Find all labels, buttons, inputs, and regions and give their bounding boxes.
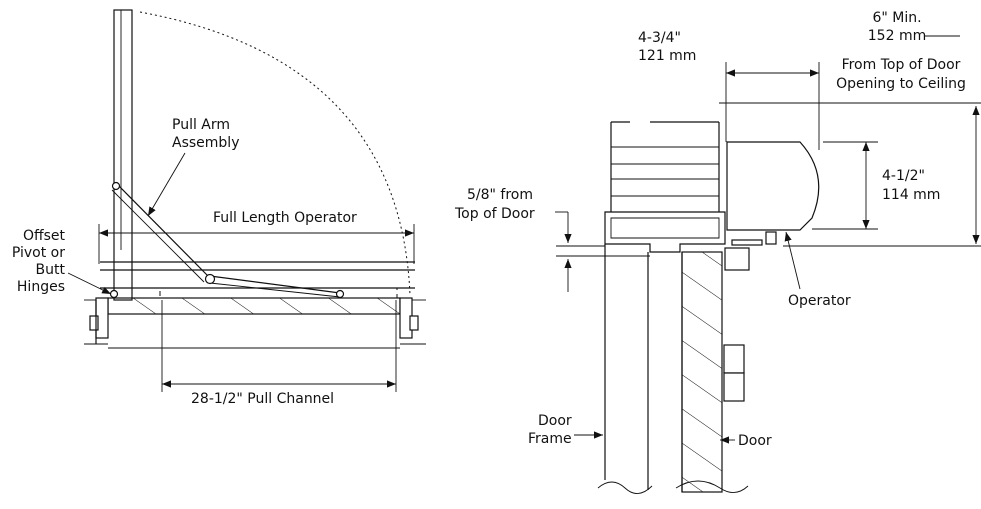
plan-view bbox=[84, 9, 426, 349]
frame-head bbox=[604, 211, 726, 253]
door-leaf bbox=[681, 251, 723, 493]
frame-label-line1: Door bbox=[538, 413, 572, 429]
height-line2: 114 mm bbox=[882, 187, 940, 203]
pull-channel bbox=[159, 287, 398, 299]
door-hardware-block-1 bbox=[723, 344, 745, 374]
clearance-line4: Opening to Ceiling bbox=[836, 76, 966, 92]
pull-arm-label-line2: Assembly bbox=[172, 135, 239, 151]
hinge-label-line2: Pivot or bbox=[12, 245, 65, 261]
offset-line1: 5/8" from bbox=[467, 187, 533, 203]
door-label: Door bbox=[738, 433, 772, 449]
operator-mount bbox=[765, 231, 777, 245]
section-break-frame bbox=[597, 481, 653, 494]
door-swing-arc bbox=[139, 11, 411, 296]
hinge-label-line4: Hinges bbox=[17, 279, 65, 295]
door-hardware-block-2 bbox=[723, 372, 745, 402]
operator-housing bbox=[726, 141, 820, 231]
section-view bbox=[597, 121, 820, 494]
clearance-line3: From Top of Door bbox=[842, 57, 961, 73]
section-break-door bbox=[675, 480, 749, 493]
height-line1: 4-1/2" bbox=[882, 168, 925, 184]
hinge-leader bbox=[67, 272, 112, 295]
clearance-line2: 152 mm bbox=[868, 28, 926, 44]
pull-channel-label: 28-1/2" Pull Channel bbox=[191, 391, 334, 407]
open-door-leaf bbox=[113, 9, 133, 301]
hinge-label-line1: Offset bbox=[23, 228, 66, 244]
transom-courses bbox=[611, 146, 719, 213]
right-jamb bbox=[399, 297, 426, 345]
pull-arm-assembly bbox=[111, 181, 345, 299]
offset-line2: Top of Door bbox=[454, 206, 535, 222]
pull-arm-leader bbox=[147, 152, 186, 217]
frame-label-line2: Frame bbox=[528, 431, 572, 447]
closed-door-leaf bbox=[107, 297, 401, 315]
full-length-operator-label: Full Length Operator bbox=[213, 210, 357, 226]
clearance-line1: 6" Min. bbox=[872, 10, 921, 26]
operator-leader bbox=[784, 231, 801, 290]
left-jamb bbox=[84, 297, 109, 345]
hinge-pivot bbox=[109, 289, 119, 299]
pull-arm-label-line1: Pull Arm bbox=[172, 117, 230, 133]
hinge-label-line3: Butt bbox=[36, 262, 66, 278]
frame-head-inner bbox=[610, 217, 720, 239]
operator-label: Operator bbox=[788, 293, 851, 309]
depth-line2: 121 mm bbox=[638, 48, 696, 64]
operator-base bbox=[731, 239, 763, 246]
depth-line1: 4-3/4" bbox=[638, 30, 681, 46]
pull-channel-block bbox=[724, 247, 750, 271]
